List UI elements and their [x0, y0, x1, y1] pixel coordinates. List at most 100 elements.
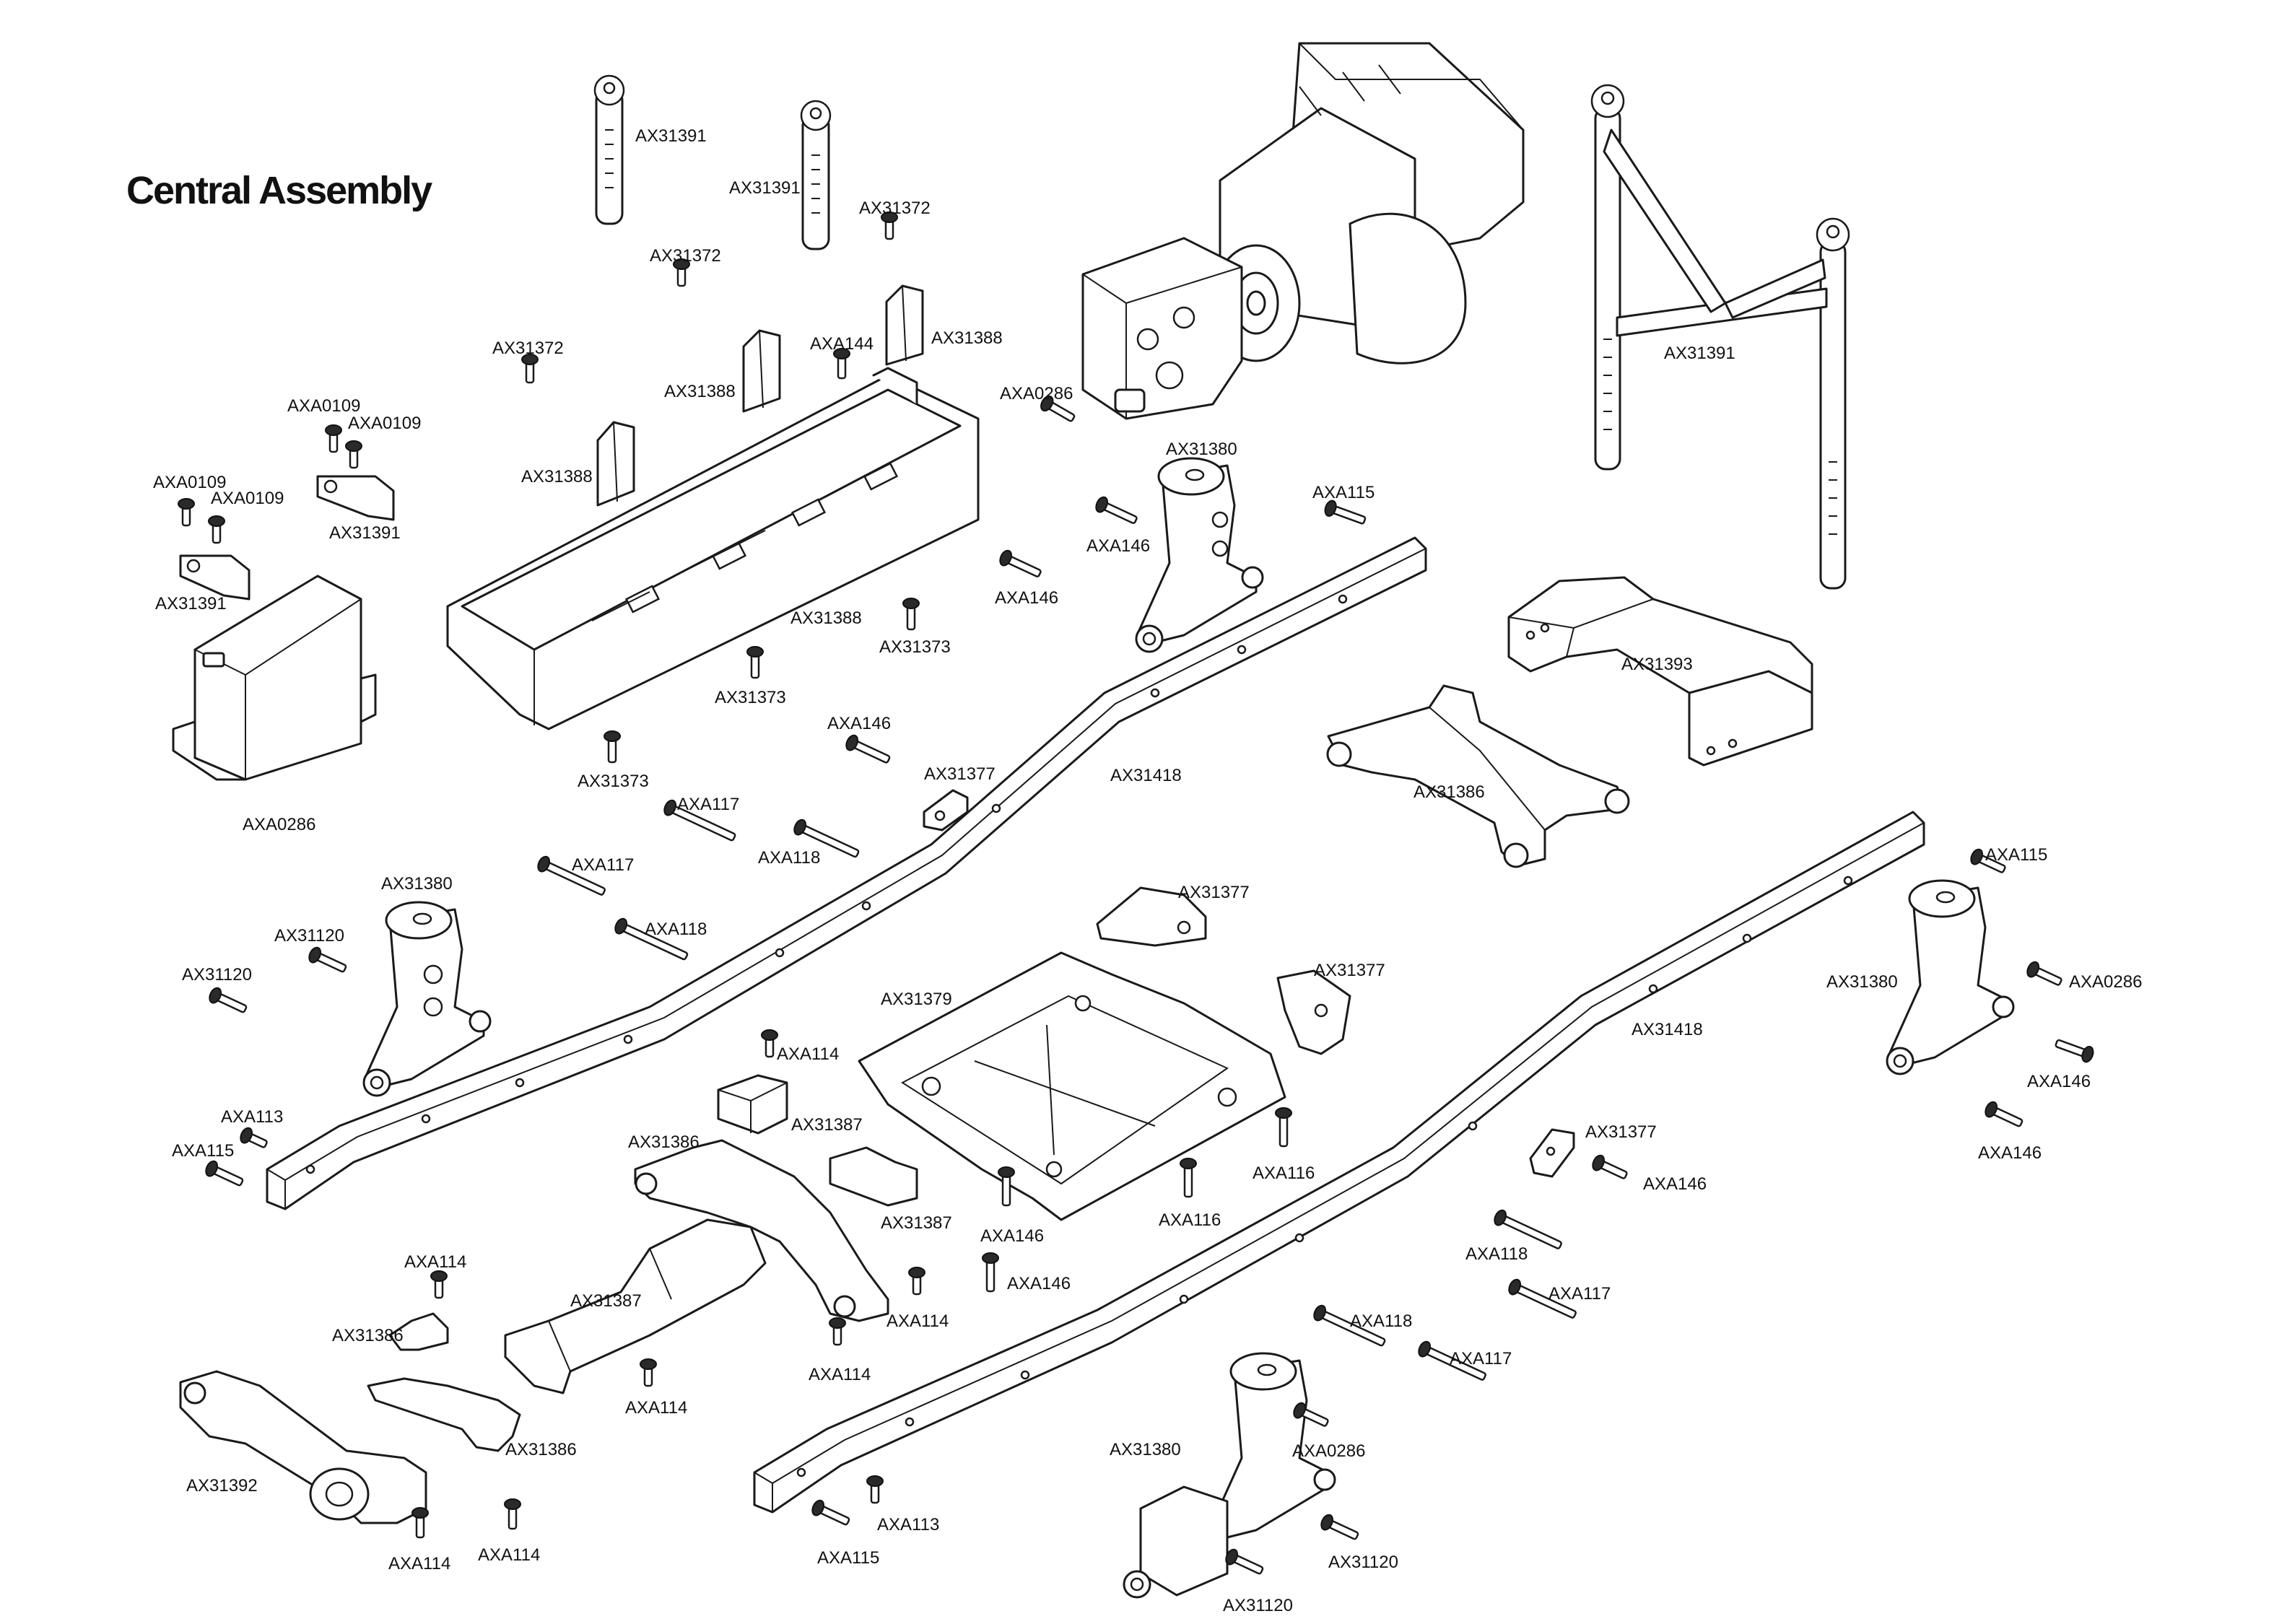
part-label-ax31373: AX31373 — [578, 772, 649, 791]
small-link-mount-2 — [367, 1377, 521, 1452]
screw — [537, 855, 606, 896]
part-label-axa114: AXA114 — [404, 1252, 466, 1272]
part-label-ax31373: AX31373 — [879, 637, 951, 657]
screw — [845, 734, 891, 764]
battery-post-1 — [596, 421, 635, 507]
screw — [521, 354, 539, 384]
part-label-ax31377: AX31377 — [924, 764, 996, 784]
part-label-axa118: AXA118 — [1465, 1244, 1528, 1264]
part-label-axa0286: AXA0286 — [1292, 1441, 1365, 1461]
screw — [1095, 496, 1138, 524]
part-label-ax31418: AX31418 — [1632, 1020, 1703, 1039]
servo-bracket-lower — [179, 554, 251, 601]
part-label-axa0109: AXA0109 — [211, 489, 284, 508]
screw — [829, 1317, 846, 1346]
part-label-axa144: AXA144 — [810, 334, 874, 354]
part-label-ax31393: AX31393 — [1621, 655, 1693, 674]
part-label-axa0286: AXA0286 — [2069, 972, 2142, 992]
part-label-axa116: AXA116 — [1159, 1210, 1221, 1230]
screw — [1970, 848, 2006, 873]
part-label-ax31120: AX31120 — [182, 965, 252, 985]
part-label-ax31388: AX31388 — [521, 467, 593, 486]
screw — [430, 1270, 448, 1299]
screw — [982, 1252, 999, 1293]
servo-bracket-upper — [316, 475, 395, 521]
screw — [881, 211, 898, 240]
screw — [746, 646, 764, 679]
part-label-ax31388: AX31388 — [790, 608, 862, 628]
battery-post-3 — [885, 284, 924, 366]
part-label-ax31387: AX31387 — [791, 1115, 863, 1135]
rear-body-mount-frame — [1590, 84, 1850, 590]
screw — [1494, 1209, 1562, 1249]
frame-rail-lower — [753, 811, 1925, 1514]
front-link-mount — [634, 1139, 889, 1322]
screw — [1592, 1154, 1628, 1179]
part-label-axa115: AXA115 — [172, 1141, 234, 1161]
part-label-ax31377: AX31377 — [1585, 1122, 1657, 1142]
screw — [761, 1029, 778, 1058]
part-label-ax31386: AX31386 — [505, 1440, 577, 1459]
part-label-axa146: AXA146 — [1643, 1174, 1707, 1194]
part-label-ax31379: AX31379 — [881, 990, 952, 1009]
part-label-ax31388: AX31388 — [664, 382, 736, 401]
screw — [504, 1498, 521, 1530]
part-label-axa114: AXA114 — [388, 1554, 450, 1573]
screw — [205, 1160, 244, 1187]
part-label-axa114: AXA114 — [886, 1311, 949, 1331]
link-mount-bracket-1 — [923, 789, 969, 831]
part-label-axa113: AXA113 — [221, 1107, 283, 1127]
screw — [793, 818, 860, 858]
transmission-motor-assembly — [1081, 42, 1525, 420]
screw — [209, 987, 248, 1013]
rear-cross-member — [1507, 576, 1813, 767]
part-label-axa117: AXA117 — [677, 795, 739, 814]
screw — [811, 1499, 850, 1526]
part-label-ax31418: AX31418 — [1110, 766, 1182, 785]
part-label-axa118: AXA118 — [1350, 1311, 1412, 1331]
screw — [208, 515, 225, 544]
battery-post-2 — [742, 329, 781, 413]
part-labels: AX31391AX31391AX31372AX31372AX31372AX313… — [153, 126, 2142, 1615]
part-label-axa118: AXA118 — [645, 920, 707, 939]
screw — [325, 424, 342, 453]
part-label-ax31386: AX31386 — [332, 1326, 404, 1345]
link-mount-bracket-4 — [1529, 1128, 1575, 1178]
part-label-axa117: AXA117 — [572, 855, 634, 875]
part-label-ax31391: AX31391 — [329, 523, 401, 543]
part-label-axa118: AXA118 — [758, 848, 820, 868]
part-label-ax31386: AX31386 — [1413, 782, 1485, 802]
part-label-ax31380: AX31380 — [1110, 1440, 1181, 1459]
part-label-ax31388: AX31388 — [931, 328, 1003, 348]
body-post-left — [593, 74, 625, 225]
part-label-ax31380: AX31380 — [381, 874, 453, 894]
screw — [2055, 1039, 2094, 1063]
screw — [1320, 1514, 1359, 1540]
part-label-axa113: AXA113 — [877, 1515, 939, 1534]
screw — [1293, 1402, 1329, 1427]
shock-tower-left — [362, 901, 492, 1097]
screw — [640, 1358, 657, 1387]
screw — [2026, 961, 2062, 986]
screw — [998, 1166, 1015, 1207]
shock-tower-upper — [1135, 457, 1264, 653]
part-label-axa146: AXA146 — [2027, 1072, 2091, 1091]
part-label-ax31377: AX31377 — [1314, 961, 1385, 980]
part-label-ax31380: AX31380 — [1826, 972, 1898, 992]
link-mount-bracket-3 — [1276, 969, 1351, 1055]
bumper-mount-1 — [717, 1074, 788, 1135]
part-label-axa115: AXA115 — [817, 1548, 879, 1568]
screw — [866, 1475, 884, 1504]
part-label-ax31386: AX31386 — [628, 1132, 700, 1152]
steering-servo — [172, 575, 377, 781]
part-label-ax31387: AX31387 — [881, 1213, 952, 1233]
screw — [1225, 1548, 1264, 1575]
screw — [1508, 1278, 1577, 1319]
part-label-axa114: AXA114 — [478, 1545, 540, 1565]
part-label-axa146: AXA146 — [980, 1226, 1044, 1246]
part-label-ax31120: AX31120 — [1223, 1596, 1293, 1615]
small-link-mount-1 — [388, 1312, 449, 1351]
link-mount-bracket-2 — [1096, 886, 1207, 947]
screw — [902, 598, 920, 631]
part-label-ax31372: AX31372 — [492, 339, 564, 358]
